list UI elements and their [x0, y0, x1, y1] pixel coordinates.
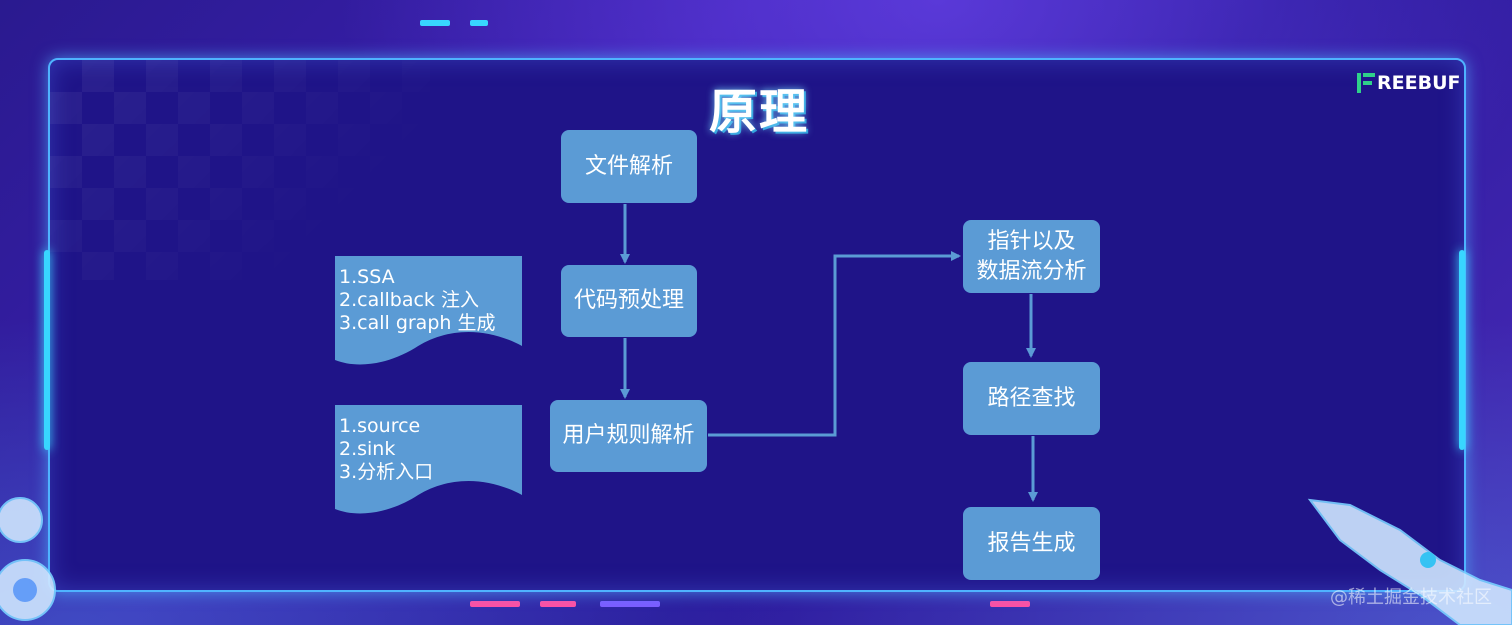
note-line: 1.SSA — [339, 266, 395, 288]
deco-bar — [600, 601, 660, 607]
note-line: 2.callback 注入 — [339, 289, 479, 311]
path-search-node: 路径查找 — [963, 362, 1100, 435]
node-label-line1: 指针以及 — [987, 228, 1076, 254]
rule-note: 1.source 2.sink 3.分析入口 — [335, 405, 523, 517]
slide-panel — [48, 58, 1466, 592]
preprocess-note: 1.SSA 2.callback 注入 3.call graph 生成 — [335, 256, 523, 368]
slide-title: 原理 — [708, 84, 809, 140]
file-parse-node: 文件解析 — [561, 130, 697, 203]
document-shape — [335, 256, 522, 365]
freebuf-logo: REEBUF — [1357, 72, 1460, 94]
report-gen-node: 报告生成 — [963, 507, 1100, 580]
node-label: 路径查找 — [987, 385, 1076, 411]
note-line: 2.sink — [339, 438, 396, 460]
note-line: 3.call graph 生成 — [339, 312, 496, 334]
node-label: 代码预处理 — [573, 288, 684, 313]
watermark: @稀土掘金技术社区 — [1330, 587, 1492, 608]
node-label: 用户规则解析 — [562, 423, 695, 448]
deco-bar — [420, 20, 450, 26]
node-label: 报告生成 — [987, 530, 1076, 556]
deco-bar — [990, 601, 1030, 607]
note-text: 1.SSA 2.callback 注入 3.call graph 生成 — [339, 266, 495, 335]
deco-bar — [470, 601, 520, 607]
note-line: 1.source — [339, 415, 421, 437]
node-label-line2: 数据流分析 — [976, 258, 1087, 284]
checker-pattern — [50, 60, 430, 280]
left-edge-bar — [44, 250, 50, 450]
deco-bar — [470, 20, 488, 26]
robot-hand-icon — [1307, 498, 1512, 625]
freebuf-logo-icon — [1357, 73, 1375, 93]
logo-text: REEBUF — [1377, 72, 1461, 94]
right-edge-bar — [1459, 250, 1465, 450]
node-label: 文件解析 — [584, 153, 673, 179]
document-shape — [335, 405, 522, 514]
pointer-dataflow-node: 指针以及 数据流分析 — [963, 220, 1100, 293]
robot-left-icon — [0, 497, 56, 621]
code-preprocess-node: 代码预处理 — [561, 265, 697, 337]
note-line: 3.分析入口 — [339, 461, 434, 483]
note-text: 1.source 2.sink 3.分析入口 — [339, 415, 433, 484]
user-rule-parse-node: 用户规则解析 — [550, 400, 707, 472]
deco-bar — [540, 601, 576, 607]
arrow-rule-to-pointer — [708, 251, 961, 437]
